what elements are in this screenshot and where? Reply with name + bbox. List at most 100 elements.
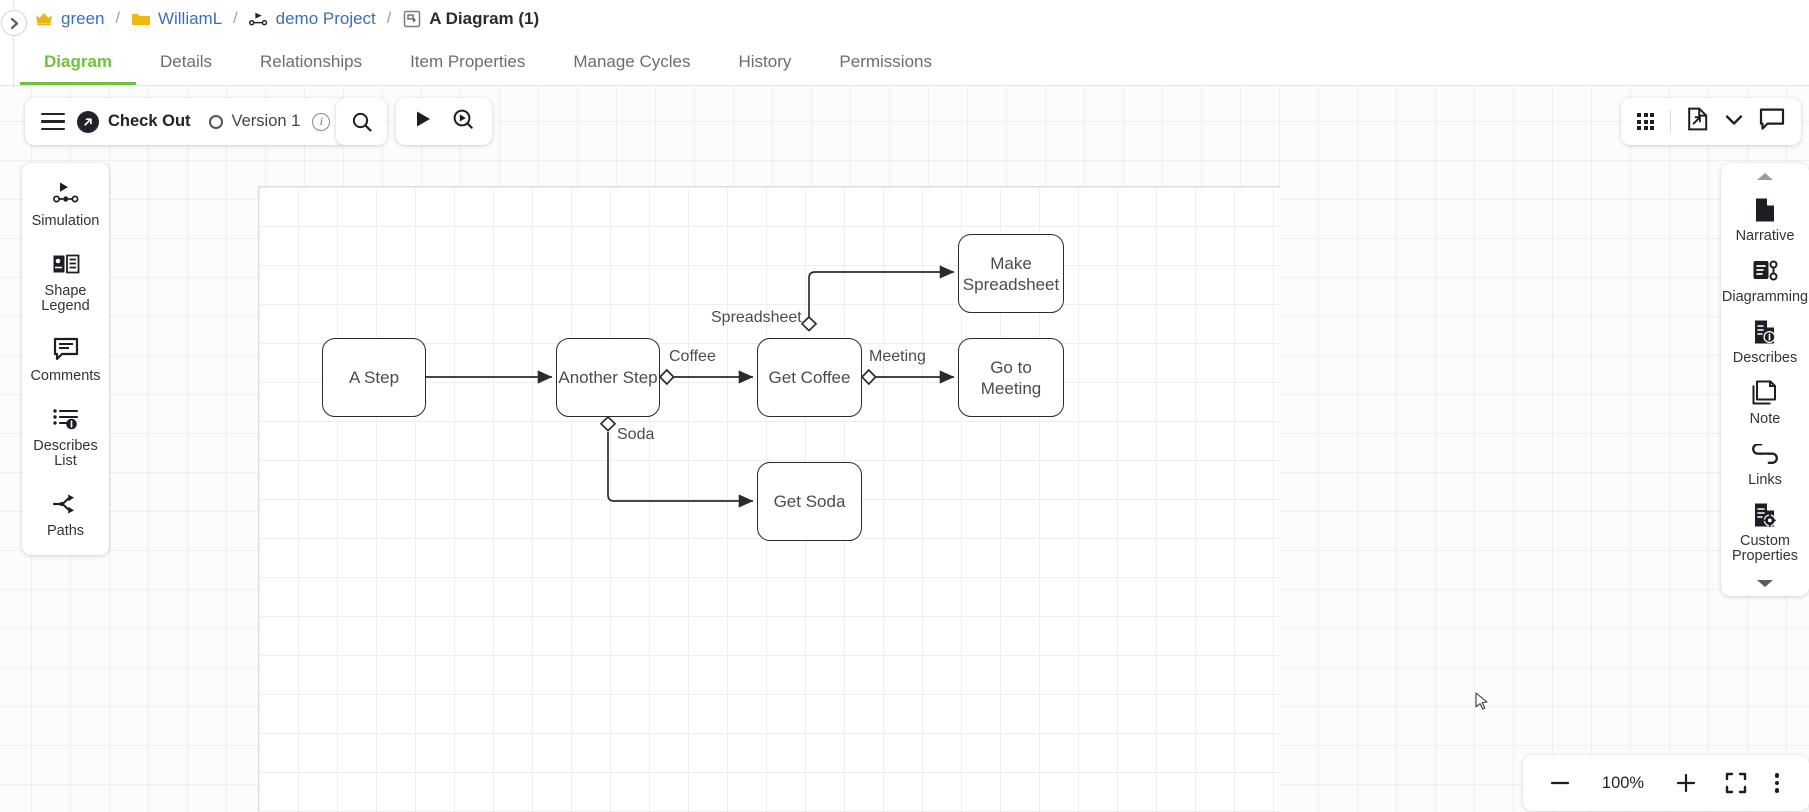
comment-bubble-button[interactable] — [1759, 108, 1785, 135]
edge-label-soda: Soda — [617, 426, 655, 443]
comment-bubble-icon — [1760, 108, 1785, 130]
search-button[interactable] — [336, 98, 387, 145]
right-panel-label: Describes — [1732, 350, 1798, 366]
top-right-toolbar — [1621, 98, 1802, 145]
version-label: Version 1 — [231, 112, 301, 130]
project-icon — [248, 9, 269, 29]
paths-icon — [52, 491, 80, 517]
circle-outline-icon — [208, 114, 223, 129]
describes-list-icon — [52, 406, 79, 432]
zoom-out-button[interactable] — [1549, 772, 1571, 794]
breadcrumb-label[interactable]: A Diagram (1) — [429, 9, 540, 28]
play-zoom-button[interactable] — [451, 107, 475, 136]
right-panel-item-custom-properties[interactable]: Custom Properties — [1721, 502, 1809, 564]
search-icon — [352, 112, 371, 131]
info-icon[interactable]: i — [312, 112, 331, 131]
left-panel-label: Describes List — [33, 438, 98, 469]
diagram-node-get-soda[interactable]: Get Soda — [757, 462, 862, 541]
diagram-canvas[interactable]: A Step Another Step Get Coffee Make Spre… — [0, 86, 1809, 812]
simulation-run-toolbar — [396, 98, 492, 145]
left-panel-item-comments[interactable]: Comments — [26, 336, 106, 384]
fit-to-screen-button[interactable] — [1725, 772, 1747, 794]
play-search-icon — [453, 109, 473, 129]
breadcrumb-item-green[interactable]: green — [34, 9, 104, 29]
diagram-node-get-coffee[interactable]: Get Coffee — [757, 338, 862, 417]
tab-permissions[interactable]: Permissions — [839, 51, 932, 71]
breadcrumb-separator: / — [233, 10, 238, 27]
diagramming-icon — [1752, 258, 1779, 284]
breadcrumb-item-demo-project[interactable]: demo Project — [248, 9, 376, 29]
tab-relationships[interactable]: Relationships — [260, 51, 363, 71]
edge-label-coffee: Coffee — [669, 348, 716, 365]
right-panel-label: Custom Properties — [1731, 533, 1799, 564]
breadcrumb-label[interactable]: green — [61, 9, 105, 28]
breadcrumb-item-williaml[interactable]: WilliamL — [131, 9, 222, 29]
zoom-level-label[interactable]: 100% — [1601, 773, 1645, 792]
right-panel-item-describes[interactable]: Describes — [1721, 319, 1809, 366]
tab-bar: Diagram Details Relationships Item Prope… — [0, 38, 1809, 86]
right-panel-label: Narrative — [1735, 228, 1795, 244]
check-out-label: Check Out — [108, 112, 191, 130]
left-panel-label: Shape Legend — [41, 283, 90, 314]
right-panel-item-note[interactable]: Note — [1721, 380, 1809, 427]
fit-screen-icon — [1725, 772, 1747, 794]
hamburger-menu-icon[interactable] — [41, 112, 65, 131]
tab-diagram[interactable]: Diagram — [20, 38, 136, 85]
export-options-button[interactable] — [1725, 113, 1743, 131]
checkout-arrow-icon — [77, 110, 99, 133]
left-tool-panel: Simulation Shape Legend Comments Describ… — [22, 163, 109, 555]
left-panel-label: Comments — [30, 368, 101, 384]
breadcrumb-rail — [13, 0, 14, 88]
diagram-toolbar: Check Out Version 1 i — [25, 98, 347, 145]
comments-icon — [53, 336, 79, 362]
breadcrumb: green / WilliamL / demo Project / A Diag… — [0, 0, 1809, 38]
tab-details[interactable]: Details — [160, 51, 212, 71]
diagram-node-another-step[interactable]: Another Step — [556, 338, 660, 417]
left-panel-item-paths[interactable]: Paths — [26, 491, 106, 539]
tab-history[interactable]: History — [738, 51, 792, 71]
zoom-toolbar: 100% — [1523, 755, 1809, 811]
diagram-node-a-step[interactable]: A Step — [322, 338, 426, 417]
breadcrumb-label[interactable]: demo Project — [275, 9, 376, 28]
right-panel-label: Note — [1749, 411, 1781, 427]
custom-properties-icon — [1753, 502, 1778, 528]
breadcrumb-separator: / — [115, 10, 120, 27]
kebab-menu-icon[interactable] — [1775, 773, 1780, 793]
tab-item-properties[interactable]: Item Properties — [410, 51, 526, 71]
chevron-right-icon — [10, 17, 18, 29]
check-out-button[interactable]: Check Out — [77, 110, 191, 133]
diagram-node-make-spreadsheet[interactable]: Make Spreadsheet — [958, 234, 1064, 313]
diagram-node-go-to-meeting[interactable]: Go to Meeting — [958, 338, 1064, 417]
links-chain-icon — [1751, 441, 1779, 467]
right-panel-item-diagramming[interactable]: Diagramming — [1721, 258, 1809, 305]
document-export-button[interactable] — [1687, 107, 1709, 136]
version-selector[interactable]: Version 1 — [208, 112, 301, 131]
right-panel-label: Links — [1748, 472, 1782, 488]
left-panel-item-simulation[interactable]: Simulation — [26, 181, 106, 229]
caret-up-icon[interactable] — [1755, 171, 1775, 183]
breadcrumb-item-a-diagram[interactable]: A Diagram (1) — [402, 9, 539, 29]
sidebar-expand-button[interactable] — [1, 10, 27, 36]
left-panel-item-shape-legend[interactable]: Shape Legend — [26, 251, 106, 314]
simulation-icon — [52, 181, 80, 207]
left-panel-label: Simulation — [31, 213, 100, 229]
shape-legend-icon — [52, 251, 80, 277]
zoom-in-button[interactable] — [1675, 772, 1697, 794]
toolbar-divider — [1670, 109, 1672, 134]
grid-apps-icon[interactable] — [1637, 112, 1655, 131]
right-panel-item-links[interactable]: Links — [1721, 441, 1809, 488]
plus-icon — [1676, 773, 1696, 793]
breadcrumb-label[interactable]: WilliamL — [157, 9, 223, 28]
narrative-document-icon — [1754, 197, 1776, 223]
play-button[interactable] — [413, 109, 433, 134]
caret-down-icon[interactable] — [1755, 578, 1775, 590]
left-panel-item-describes-list[interactable]: Describes List — [26, 406, 106, 469]
tab-manage-cycles[interactable]: Manage Cycles — [573, 51, 691, 71]
note-icon — [1752, 380, 1778, 406]
right-panel-item-narrative[interactable]: Narrative — [1721, 197, 1809, 244]
document-export-icon — [1688, 107, 1708, 131]
chevron-down-icon — [1726, 114, 1743, 125]
breadcrumb-separator: / — [386, 10, 392, 27]
describes-icon — [1753, 319, 1777, 345]
